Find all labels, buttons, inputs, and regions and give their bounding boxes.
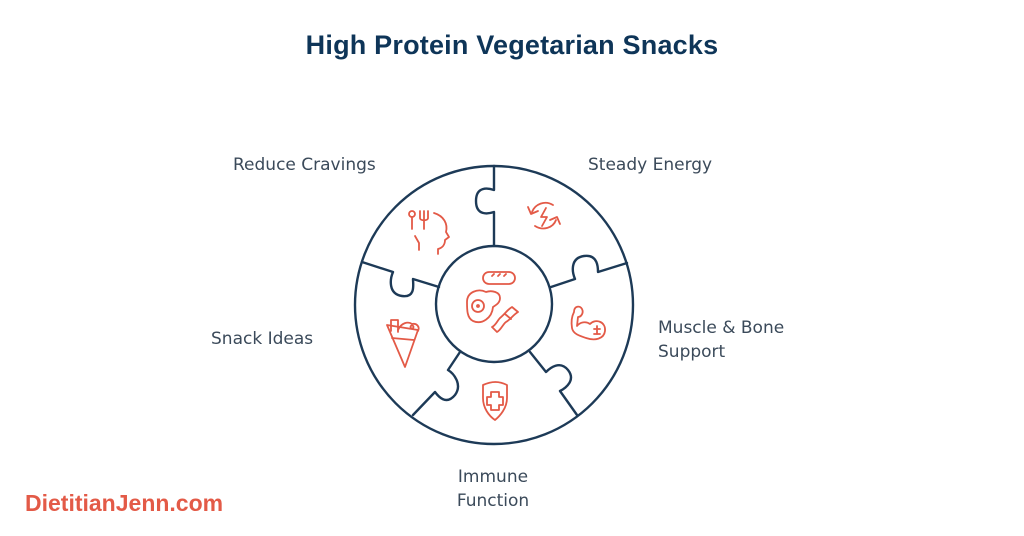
- label-line: Function: [456, 491, 530, 511]
- label-steady-energy: Steady Energy: [588, 155, 713, 175]
- flexed-arm-icon: [570, 305, 606, 341]
- protein-foods-icon: [466, 271, 519, 333]
- energy-cycle-icon: [527, 201, 561, 230]
- divider-bottom-left: [411, 350, 462, 417]
- label-reduce-cravings: Reduce Cravings: [233, 155, 376, 175]
- label-line: Immune: [457, 467, 529, 487]
- divider-right: [549, 254, 629, 289]
- divider-bottom-right: [528, 350, 579, 417]
- outer-ring: [353, 164, 635, 446]
- puzzle-outline: [353, 164, 635, 446]
- shield-cross-icon: [482, 381, 508, 421]
- page-title: High Protein Vegetarian Snacks: [305, 30, 719, 60]
- snack-wrap-icon: [386, 319, 420, 368]
- inner-circle: [434, 244, 554, 364]
- divider-left: [360, 260, 441, 298]
- cravings-head-utensils-icon: [408, 210, 450, 255]
- label-muscle-bone-support: Muscle & Bone Support: [658, 316, 784, 364]
- divider-top: [474, 164, 496, 248]
- label-immune-function: Immune Function: [440, 465, 546, 513]
- label-line: Support: [658, 342, 726, 362]
- brand-logo: DietitianJenn.com: [25, 490, 224, 516]
- label-snack-ideas: Snack Ideas: [211, 329, 314, 349]
- label-line: Muscle & Bone: [658, 318, 785, 338]
